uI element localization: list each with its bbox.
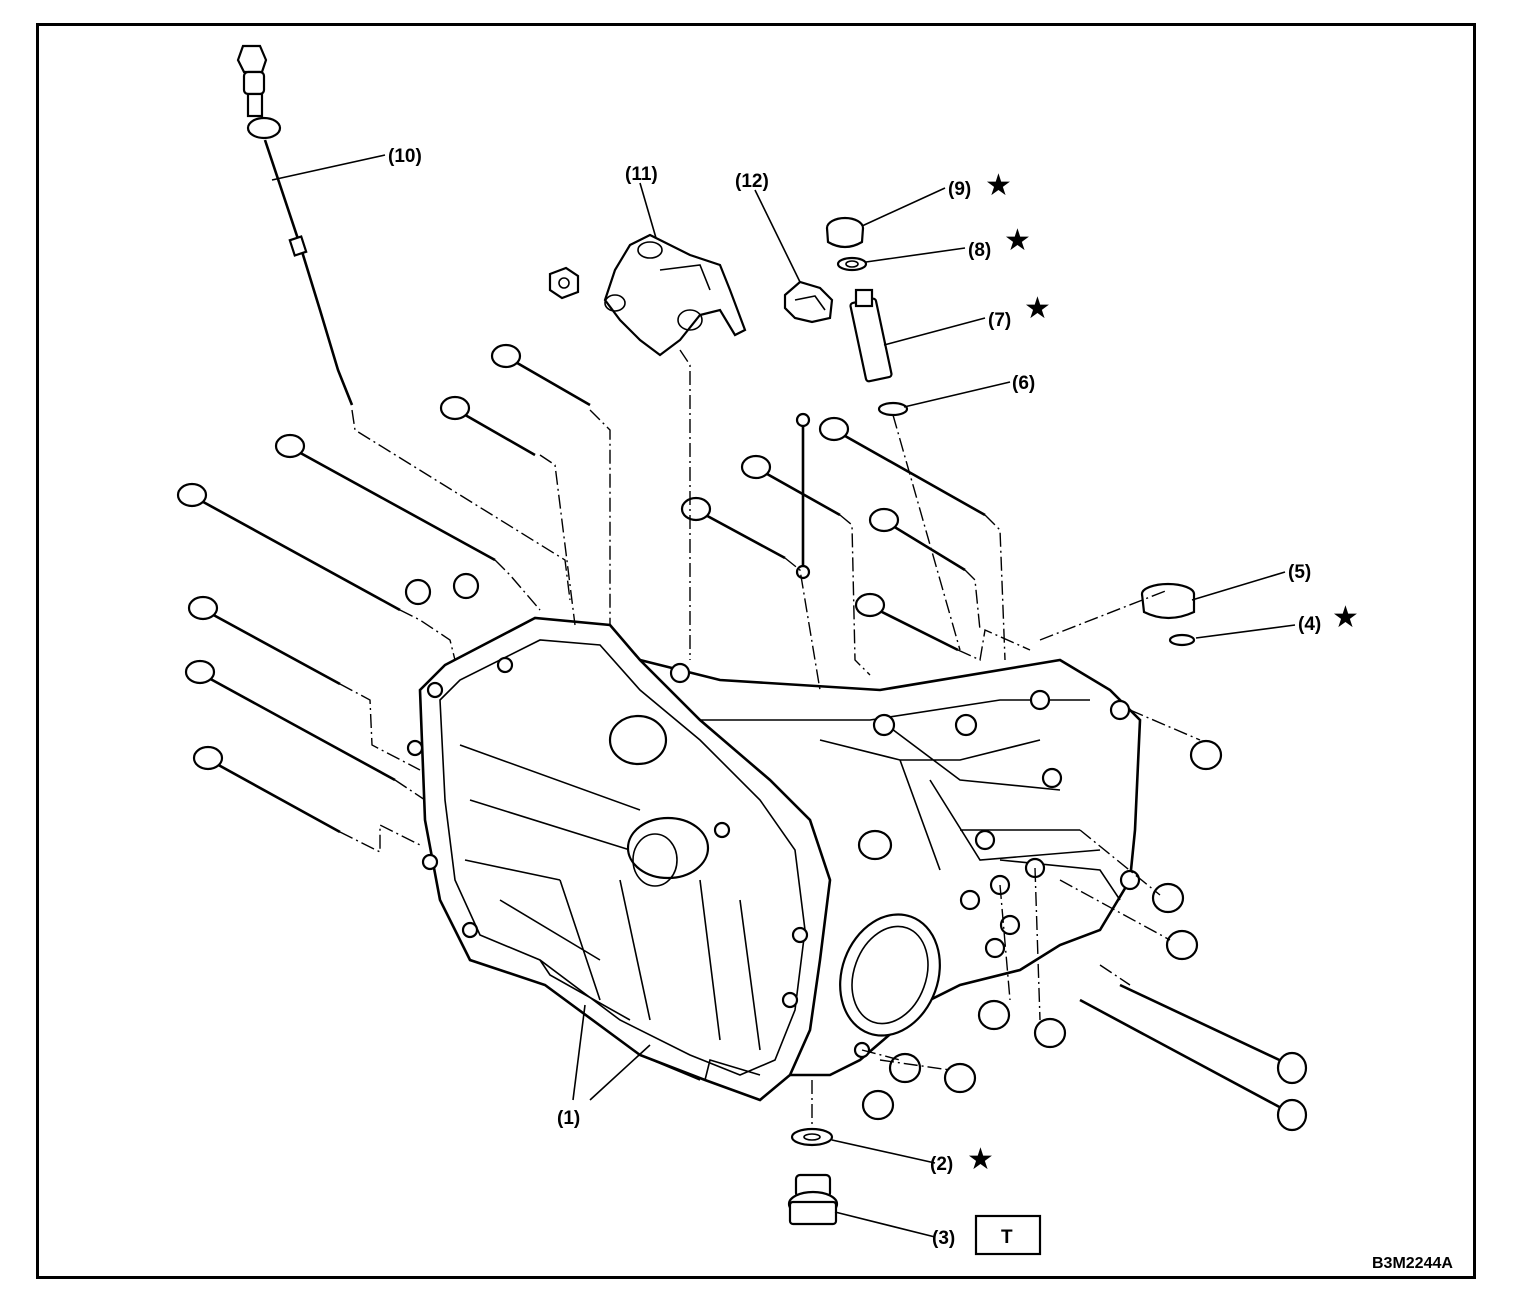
figure-frame	[36, 23, 1476, 1279]
star-icon: ★	[1024, 292, 1051, 325]
drain-gasket	[790, 1127, 834, 1147]
callout-3: (3)	[932, 1228, 955, 1249]
case-bolts-right	[680, 412, 986, 652]
callout-6: (6)	[1012, 373, 1035, 394]
bracket-nut	[548, 266, 580, 300]
leader-lines	[271, 154, 1296, 1238]
star-icon: ★	[985, 169, 1012, 202]
callout-11: (11)	[625, 164, 658, 185]
switch-gasket	[836, 256, 868, 272]
pitching-stopper-bracket	[603, 233, 747, 357]
star-icon: ★	[1332, 601, 1359, 634]
callout-12: (12)	[735, 171, 769, 192]
callout-labels: (10) (11) (12) (9) ★ (8) ★ (7) ★ (6) (5)…	[388, 146, 1453, 1272]
case-bolts-left	[176, 343, 591, 834]
harness-clip	[783, 280, 834, 324]
figure-code: B3M2244A	[1372, 1255, 1453, 1272]
oil-level-gauge	[236, 44, 354, 406]
star-icon: ★	[1004, 224, 1031, 257]
callout-5: (5)	[1288, 562, 1311, 583]
case-nuts-right	[861, 739, 1308, 1132]
callout-7: (7)	[988, 310, 1011, 331]
transmission-case	[406, 616, 1142, 1102]
breather-clip	[1168, 633, 1196, 647]
assembly-centerlines	[339, 349, 1201, 1130]
callout-10: (10)	[388, 146, 422, 167]
callout-2: (2)	[930, 1154, 953, 1175]
torque-box-label: T	[1001, 1227, 1013, 1248]
callout-1: (1)	[557, 1108, 580, 1129]
callout-8: (8)	[968, 240, 991, 261]
switch-plunger	[849, 288, 893, 383]
torque-box	[974, 1214, 1042, 1256]
switch-washer	[877, 401, 909, 417]
switch-cap	[825, 216, 865, 249]
callout-4: (4)	[1298, 614, 1321, 635]
callout-9: (9)	[948, 179, 971, 200]
drain-plug	[787, 1173, 839, 1226]
breather-cap	[1140, 582, 1196, 620]
star-icon: ★	[967, 1143, 994, 1176]
